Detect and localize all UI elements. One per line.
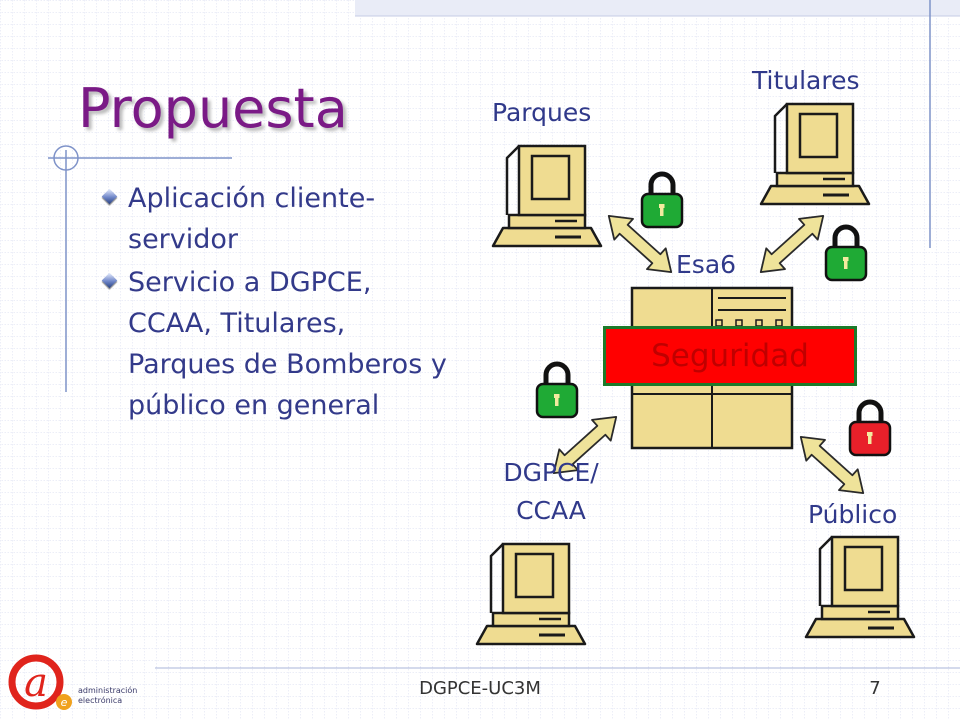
node-label-publico: Público	[808, 500, 898, 529]
footer-text: DGPCE-UC3M	[419, 678, 541, 699]
padlock-icon-publico	[850, 402, 890, 455]
server-label: Esa6	[676, 250, 737, 279]
bullet-text: Servicio a DGPCE, CCAA, Titulares, Parqu…	[128, 267, 447, 421]
bullet-item: Aplicación cliente-servidor	[100, 178, 460, 260]
bullet-item: Servicio a DGPCE, CCAA, Titulares, Parqu…	[100, 262, 460, 426]
node-label-parques: Parques	[492, 98, 592, 127]
padlock-icon-titulares	[826, 227, 866, 280]
padlock-icon-dgpce-ccaa	[537, 364, 577, 417]
node-label-dgpce-line1: DGPCE/	[503, 458, 599, 487]
logo-text-line2: electrónica	[78, 695, 122, 705]
computer-icon-dgpce-ccaa	[475, 542, 587, 646]
bullet-list: Aplicación cliente-servidor Servicio a D…	[100, 178, 460, 428]
bullet-text: Aplicación cliente-servidor	[128, 183, 376, 255]
slide-title: Propuesta	[78, 77, 348, 140]
computer-icon-parques	[491, 144, 603, 248]
svg-text:e: e	[61, 696, 68, 709]
double-arrow-icon-titulares	[750, 204, 834, 284]
node-label-ccaa-line2: CCAA	[516, 496, 586, 525]
computer-icon-titulares	[759, 102, 871, 206]
node-label-titulares: Titulares	[752, 66, 860, 95]
svg-text:a: a	[24, 660, 48, 706]
padlock-icon-parques	[642, 174, 682, 227]
logo-text-line1: administración	[78, 685, 137, 695]
node-label-dgpce-ccaa: DGPCE/ CCAA	[486, 458, 616, 526]
computer-icon-publico	[804, 535, 916, 639]
administracion-electronica-logo: a e administración electrónica	[8, 654, 137, 710]
page-number: 7	[869, 678, 881, 699]
security-label-box: Seguridad	[603, 326, 857, 386]
